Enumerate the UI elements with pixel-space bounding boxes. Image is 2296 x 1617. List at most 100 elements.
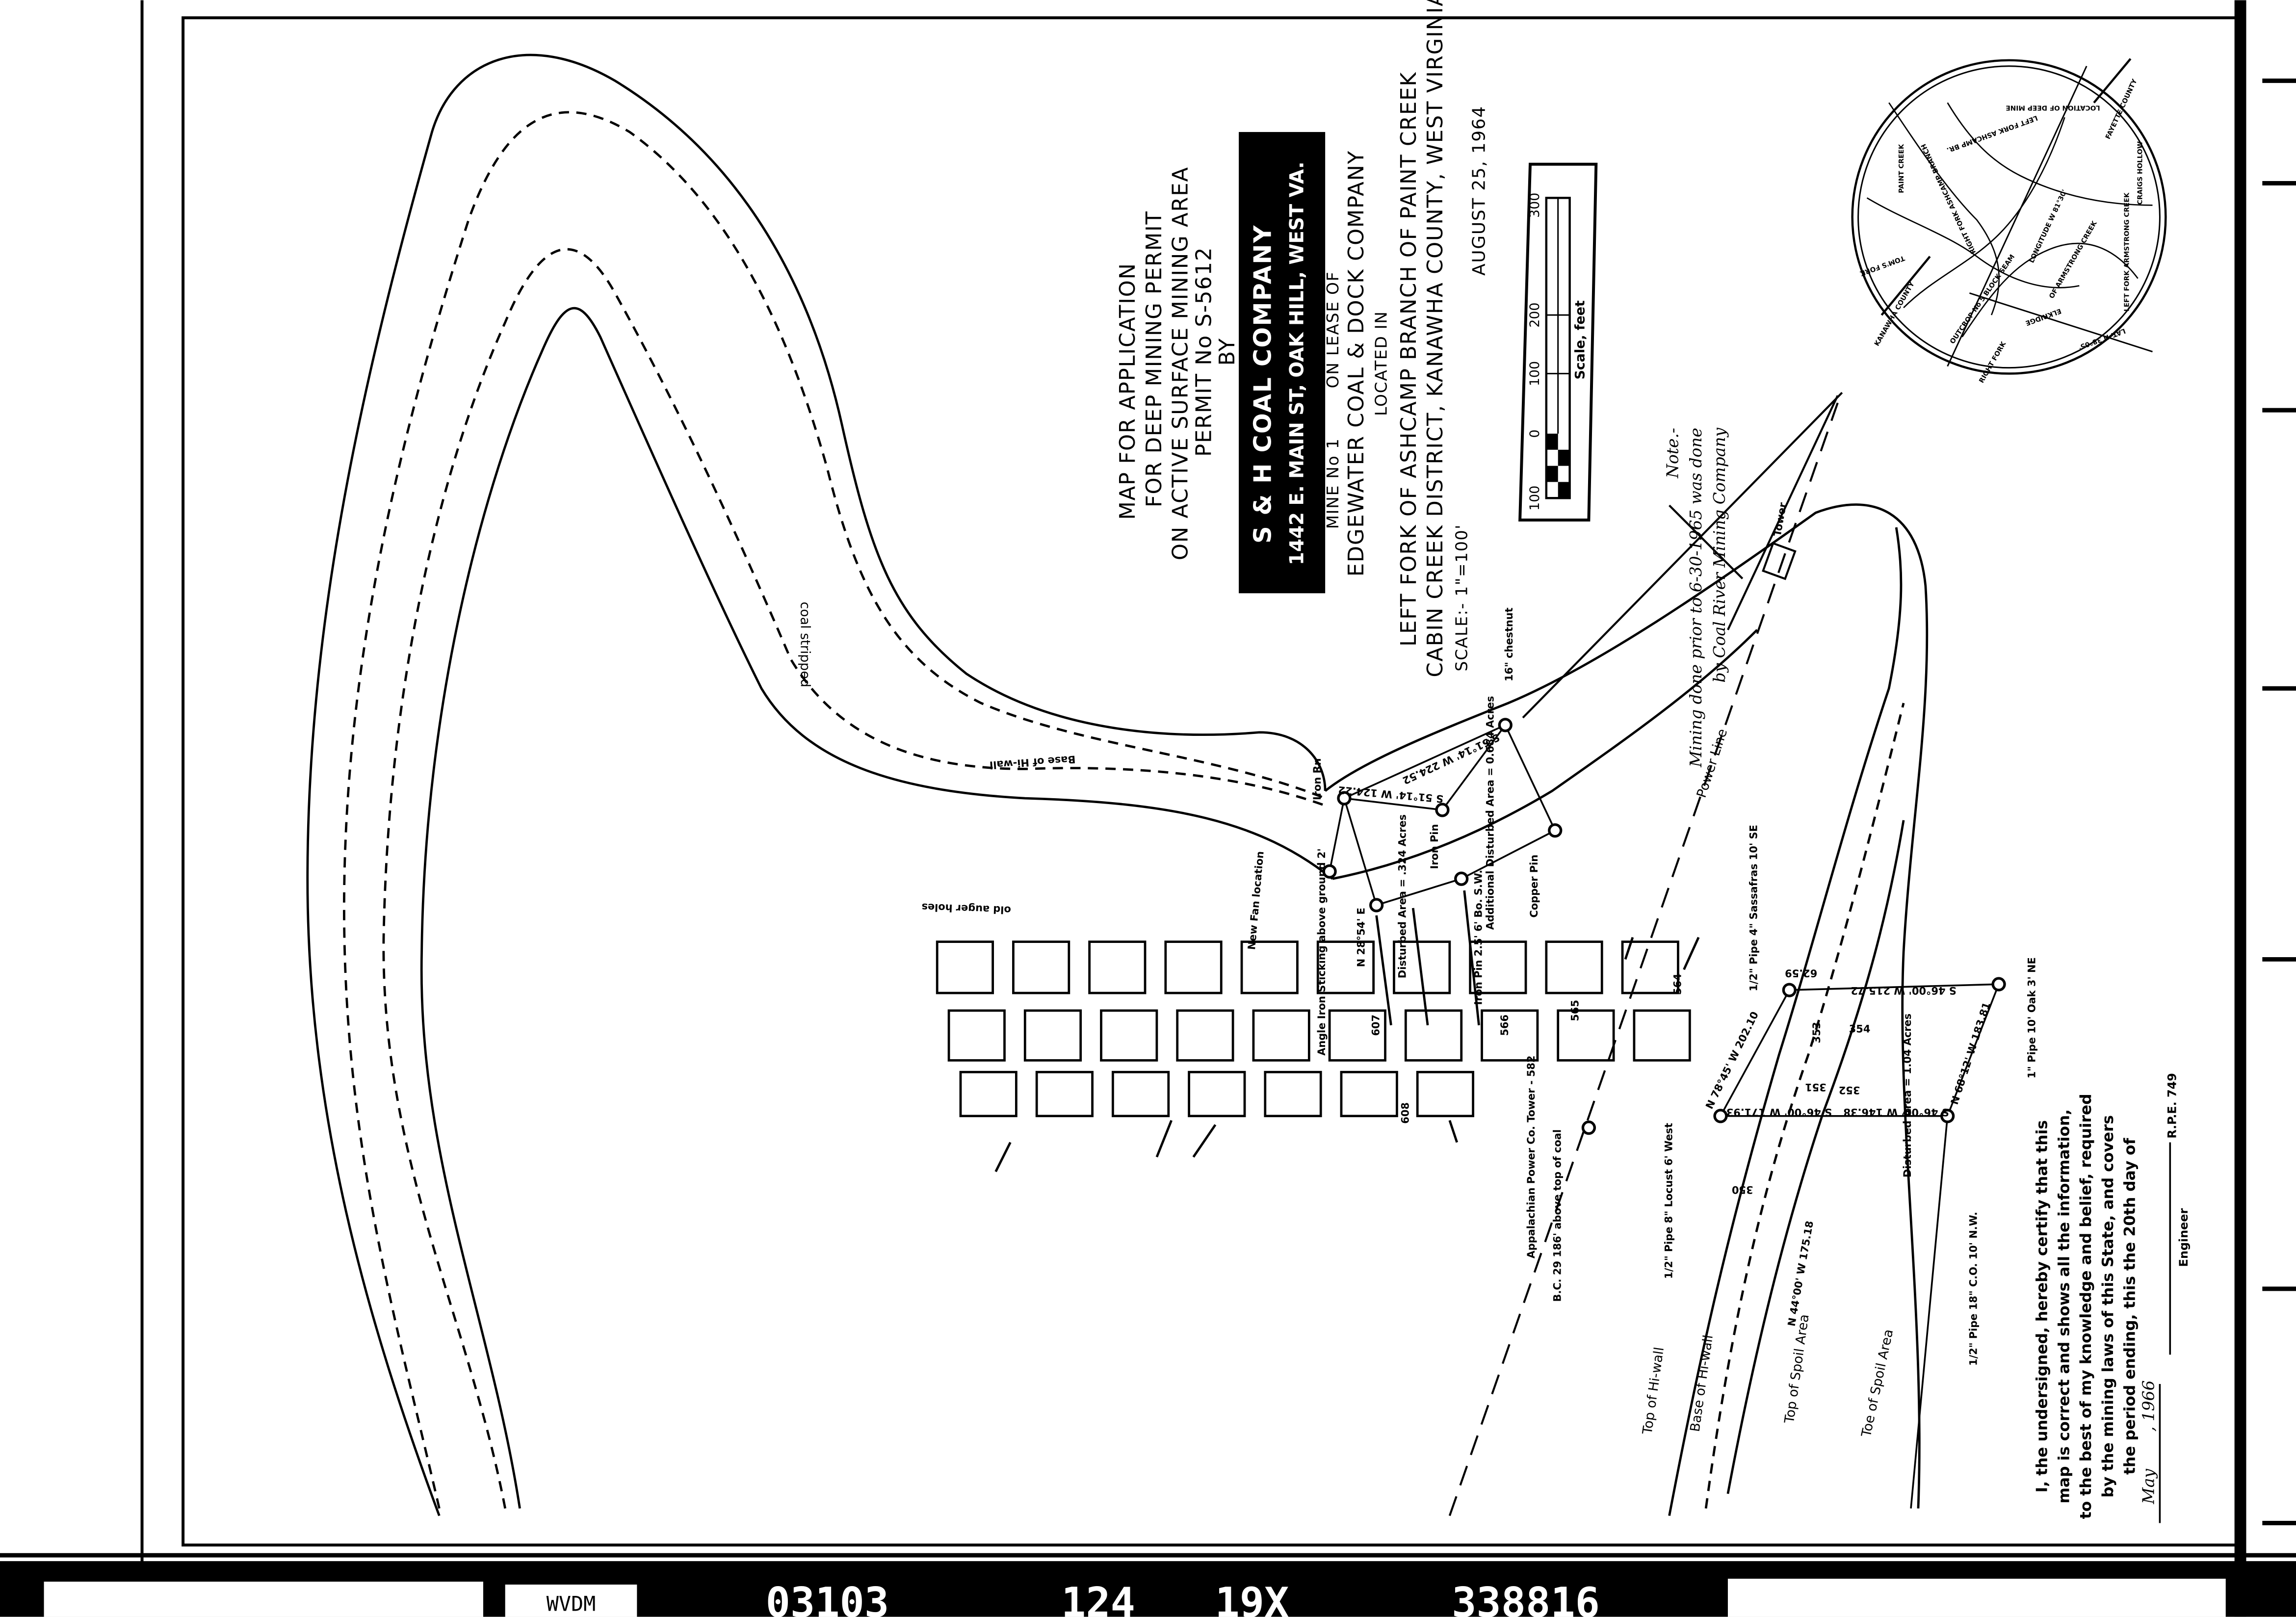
additional-disturbed-label: Additional Disturbed Area = 0.684 Acres [1484, 696, 1496, 930]
property-boundaries [1329, 724, 2000, 1509]
iron-pin-2-label: Iron Pin 2.5' 6' Bo. S.W. [1473, 870, 1485, 1005]
survey-line [1669, 504, 1744, 579]
scale-bar-checker [1546, 466, 1558, 482]
inset-stream [1903, 117, 2065, 309]
rpe-number: R.P.E. 749 [2165, 1073, 2179, 1139]
scale-bar: 100 0 100 200 300 Scale, feet [1518, 162, 1598, 522]
tower-label: Tower [1772, 501, 1789, 537]
bearing-label: S 46°00' W 171.93 [1726, 1106, 1832, 1118]
title-block: MAP FOR APPLICATION FOR DEEP MINING PERM… [1116, 0, 1489, 677]
creek-line [1726, 820, 1905, 1494]
power-line-dashed [1448, 402, 1839, 1516]
certification-year: , 1966 [2139, 1381, 2158, 1432]
location-line-1: LEFT FORK OF ASHCAMP BRANCH OF PAINT CRE… [1397, 72, 1421, 647]
survey-line [1522, 391, 1843, 719]
right-edge-strip [2234, 0, 2246, 1617]
iron-rn-label: Iron Rn [1311, 758, 1323, 800]
inset-label: LOCATION OF DEEP MINE [2006, 104, 2100, 111]
film-strip: WVDM 03103 124 19X 338816 [0, 1561, 2296, 1617]
survey-station-marker [1369, 898, 1384, 913]
bearing-label: S 46°00' W 215.72 [1851, 985, 1956, 996]
note-line-1: Mining done prior to 6-30-1965 was done [1687, 428, 1705, 768]
mine-pillar [1111, 1070, 1170, 1118]
scale-tick-label: 300 [1527, 193, 1542, 218]
elevation-label: 566 [1499, 1015, 1511, 1036]
film-code: 03103 [766, 1579, 889, 1617]
certification-month: May [2139, 1469, 2158, 1505]
mine-pillar [1035, 1070, 1094, 1118]
spoil-dashed-line [1704, 703, 1905, 1509]
chestnut-label: 16" chestnut [1503, 607, 1515, 681]
tower-symbol [1762, 542, 1797, 580]
disturbed-area-b-label: Disturbed Area = 1.04 Acres [1902, 1014, 1913, 1177]
pipe-marker-label: 1/2" Pipe 4" Sassafras 10' SE [1748, 825, 1760, 991]
inset-label: LEFT FORK ASHCAMP BR. [1946, 114, 2039, 154]
boundary-line [1720, 990, 1790, 1117]
mine-pillar [936, 940, 994, 994]
inset-label: LONGITUDE W 81°30' [2028, 188, 2068, 264]
inset-stream [1961, 242, 2139, 338]
boundary-line [1329, 798, 1345, 872]
lessor-name: EDGEWATER COAL & DOCK COMPANY [1344, 150, 1369, 576]
elevation-label: 608 [1399, 1102, 1411, 1124]
mine-pillar [1176, 1009, 1234, 1062]
company-name-box [1239, 132, 1326, 594]
power-line [1448, 391, 1843, 1516]
distance-label: 62.59 [1785, 967, 1817, 979]
base-of-hiwall-label: Base of Hi-wall [1688, 1334, 1716, 1433]
mine-pillar [1100, 1009, 1158, 1062]
mine-entry [1155, 1120, 1173, 1158]
survey-station-marker [1322, 864, 1337, 879]
inset-label: LEFT FORK ARMSTRONG CREEK [2123, 192, 2131, 312]
top-of-spoil-label: Top of Spoil Area [1782, 1313, 1812, 1425]
mine-entry [1448, 1120, 1459, 1143]
copper-pin-label: Copper Pin [1528, 855, 1540, 918]
mine-pillar [1164, 940, 1223, 994]
bearing-label: S 46°00' W 146.38 [1843, 1106, 1949, 1118]
mine-pillar [947, 1009, 1006, 1062]
company-name: S & H COAL COMPANY [1249, 224, 1277, 544]
survey-station-marker [1782, 983, 1797, 997]
permit-number: PERMIT No S-5612 [1192, 247, 1216, 457]
mine-pillar [1481, 1009, 1539, 1062]
note-line-2: by Coal River Mining Company [1710, 428, 1729, 683]
location-line-2: CABIN CREEK DISTRICT, KANAWHA COUNTY, WE… [1423, 0, 1448, 677]
inset-streams [1866, 102, 2153, 338]
fan-location-label: New Fan location [1246, 851, 1266, 950]
mine-pillar [959, 1070, 1018, 1118]
located-label: LOCATED IN [1372, 311, 1391, 416]
title-line-2: FOR DEEP MINING PERMIT [1142, 210, 1167, 507]
mine-entry [994, 1142, 1012, 1173]
inset-inner-ring [1857, 65, 2161, 369]
mine-entry [1375, 915, 1392, 1026]
mine-pillar [1252, 1009, 1310, 1062]
mine-pillar [1633, 1009, 1691, 1062]
bearing-label: N 44°00' W 175.18 [1786, 1220, 1816, 1328]
film-code: 124 [1061, 1579, 1135, 1617]
mine-pillar [1404, 1009, 1463, 1062]
valley-outcrop-line-2 [1332, 629, 1758, 880]
boundary-line [1789, 983, 1999, 991]
inset-latitude-line [1969, 292, 2153, 353]
film-strip-window [1727, 1578, 2226, 1617]
elevation-label: 564 [1671, 973, 1683, 995]
certification-line: to the best of my knowledge and belief, … [2077, 1094, 2095, 1519]
inset-label: ELKRIDGE [2024, 307, 2062, 327]
elevation-label: 352 [1839, 1084, 1860, 1096]
survey-station-marker [1713, 1109, 1728, 1123]
map-scale: SCALE:- 1"=100' [1453, 524, 1471, 672]
mine-pillar [1545, 940, 1603, 994]
inner-outcrop-line [420, 307, 1333, 1509]
pipe-marker-label: 1/2" Pipe 18" C.O. 10' N.W. [1967, 1212, 1979, 1366]
certification-line: by the mining laws of this State, and co… [2099, 1115, 2117, 1498]
inset-county-line [1880, 256, 1931, 316]
valley-outcrop-line [1324, 503, 1929, 1509]
iron-pin-label: Iron Pin [1429, 824, 1440, 869]
inset-longitude-line [1947, 66, 2087, 367]
pipe-marker-label: 1/2" Pipe 8" Locust 6' West [1663, 1123, 1675, 1279]
title-line-1: MAP FOR APPLICATION [1116, 262, 1140, 520]
mine-pillar [1416, 1070, 1474, 1118]
mine-entry [1463, 890, 1480, 1025]
elevation-label: 351 [1805, 1081, 1826, 1093]
elevation-label: 354 [1849, 1023, 1871, 1035]
